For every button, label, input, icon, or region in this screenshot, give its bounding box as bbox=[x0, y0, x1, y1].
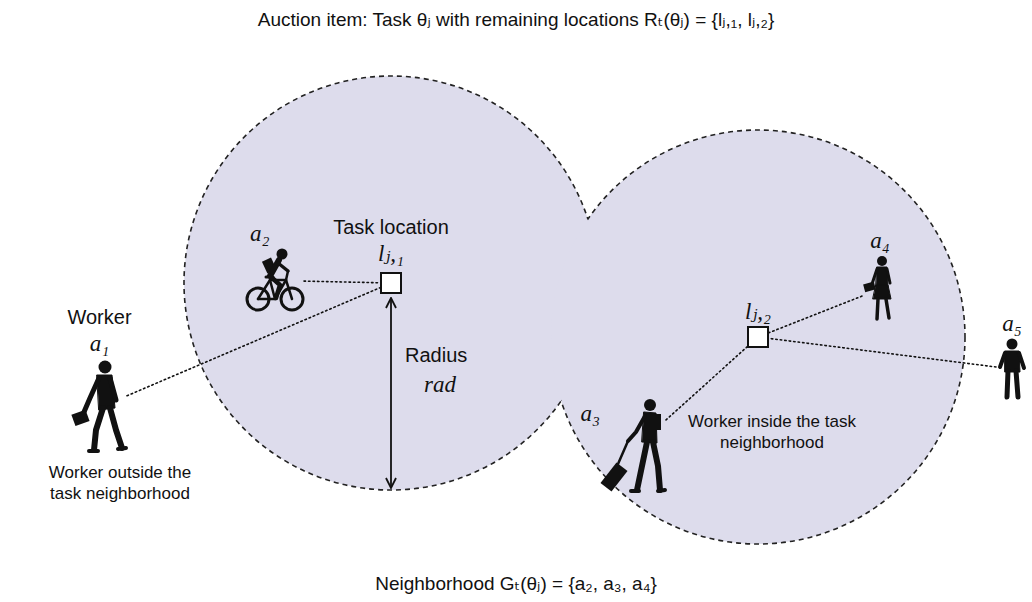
diagram-title: Auction item: Task θⱼ with remaining loc… bbox=[0, 8, 1032, 32]
diagram-caption: Neighborhood Gₜ(θⱼ) = {a₂, a₃, a₄} bbox=[0, 572, 1032, 596]
node-label: a₁ bbox=[67, 330, 131, 358]
label-wrap: rad bbox=[424, 371, 456, 399]
node-label-wrap: Task locationlⱼ,₁ bbox=[333, 214, 449, 268]
walking-worker-figure bbox=[71, 361, 126, 452]
figure-foot bbox=[118, 448, 126, 449]
node-label-wrap: a₄ bbox=[870, 227, 890, 255]
figure-leg bbox=[653, 442, 660, 490]
assignment-link bbox=[304, 281, 380, 283]
figure-leg bbox=[270, 276, 280, 298]
figure-head bbox=[99, 361, 112, 374]
assignment-link bbox=[769, 296, 862, 333]
caption-wrap: Neighborhood Gₜ(θⱼ) = {a₂, a₃, a₄} bbox=[0, 572, 1032, 596]
task-location-box: Task locationlⱼ,₁ bbox=[380, 272, 402, 294]
node-label-wrap: a₃ bbox=[581, 400, 601, 428]
radius-arrow bbox=[390, 298, 392, 488]
assignment-link bbox=[127, 288, 380, 396]
briefcase bbox=[71, 410, 89, 426]
figure-arm bbox=[110, 378, 116, 400]
figure-leg bbox=[886, 299, 889, 318]
dimension-label: Radius bbox=[405, 342, 467, 368]
cyclist-figure bbox=[247, 249, 303, 311]
figure-foot bbox=[658, 490, 665, 491]
figure-arm bbox=[278, 263, 288, 271]
assignment-link bbox=[666, 347, 747, 420]
neighborhood-outline bbox=[184, 76, 598, 490]
node-heading: Task location bbox=[333, 214, 449, 240]
worker-node: a₄ bbox=[862, 255, 898, 323]
node-label: a₃ bbox=[581, 400, 601, 428]
label-wrap: Worker outside the task neighborhood bbox=[35, 462, 205, 504]
task-location-box: lⱼ,₂ bbox=[747, 326, 769, 348]
figure-arm bbox=[1000, 353, 1005, 367]
node-label: a₅ bbox=[1002, 310, 1022, 338]
traveller-figure bbox=[600, 399, 665, 492]
node-label: lⱼ,₁ bbox=[333, 240, 449, 268]
figure-leg bbox=[94, 408, 103, 450]
suitcase bbox=[600, 462, 627, 491]
figure-leg bbox=[637, 442, 647, 490]
node-label: lⱼ,₂ bbox=[745, 298, 771, 326]
figure-leg bbox=[877, 299, 878, 319]
handbag bbox=[863, 282, 876, 293]
figure-head bbox=[644, 399, 656, 411]
worker-node: a₅ bbox=[996, 338, 1028, 400]
woman-figure bbox=[863, 256, 891, 319]
node-label-wrap: a₅ bbox=[1002, 310, 1022, 338]
node-label-wrap: a₂ bbox=[250, 220, 270, 248]
worker-node: a₂ bbox=[246, 248, 304, 313]
figure-skirt bbox=[873, 285, 891, 299]
node-label-wrap: lⱼ,₂ bbox=[745, 298, 771, 326]
figure-foot bbox=[89, 449, 98, 453]
node-label: a₂ bbox=[250, 220, 270, 248]
label-wrap: Radius bbox=[405, 342, 467, 368]
node-heading: Worker bbox=[67, 304, 131, 330]
figure-leg bbox=[110, 408, 122, 448]
neighborhood-disc bbox=[184, 76, 598, 490]
figure-arm bbox=[84, 378, 99, 412]
figure-arm bbox=[887, 269, 890, 283]
figure-arm bbox=[628, 416, 645, 441]
figure-leg bbox=[1016, 371, 1018, 397]
neighborhood-outline bbox=[551, 130, 965, 544]
annotation-note: Worker inside the task neighborhood bbox=[687, 411, 857, 453]
dimension-symbol: rad bbox=[424, 371, 456, 399]
figure-leg bbox=[1007, 371, 1008, 397]
neighborhood-disc bbox=[551, 130, 965, 544]
node-label-wrap: Workera₁ bbox=[67, 304, 131, 358]
figure-arm bbox=[872, 269, 877, 284]
annotation-note: Worker outside the task neighborhood bbox=[35, 462, 205, 504]
worker-node: a₃ bbox=[606, 398, 666, 496]
bicycle-frame bbox=[258, 280, 286, 299]
figure-arm bbox=[1019, 353, 1024, 368]
figure-head bbox=[877, 256, 887, 266]
node-label: a₄ bbox=[870, 227, 890, 255]
worker-node: Workera₁ bbox=[72, 360, 127, 455]
backpack bbox=[653, 414, 661, 430]
suitcase-handle bbox=[618, 441, 628, 464]
title-wrap: Auction item: Task θⱼ with remaining loc… bbox=[0, 8, 1032, 32]
label-wrap: Worker inside the task neighborhood bbox=[687, 411, 857, 453]
standing-worker-figure bbox=[1000, 339, 1024, 398]
assignment-link bbox=[769, 338, 996, 367]
figure-head bbox=[1007, 339, 1018, 350]
figure-foot bbox=[631, 489, 639, 493]
